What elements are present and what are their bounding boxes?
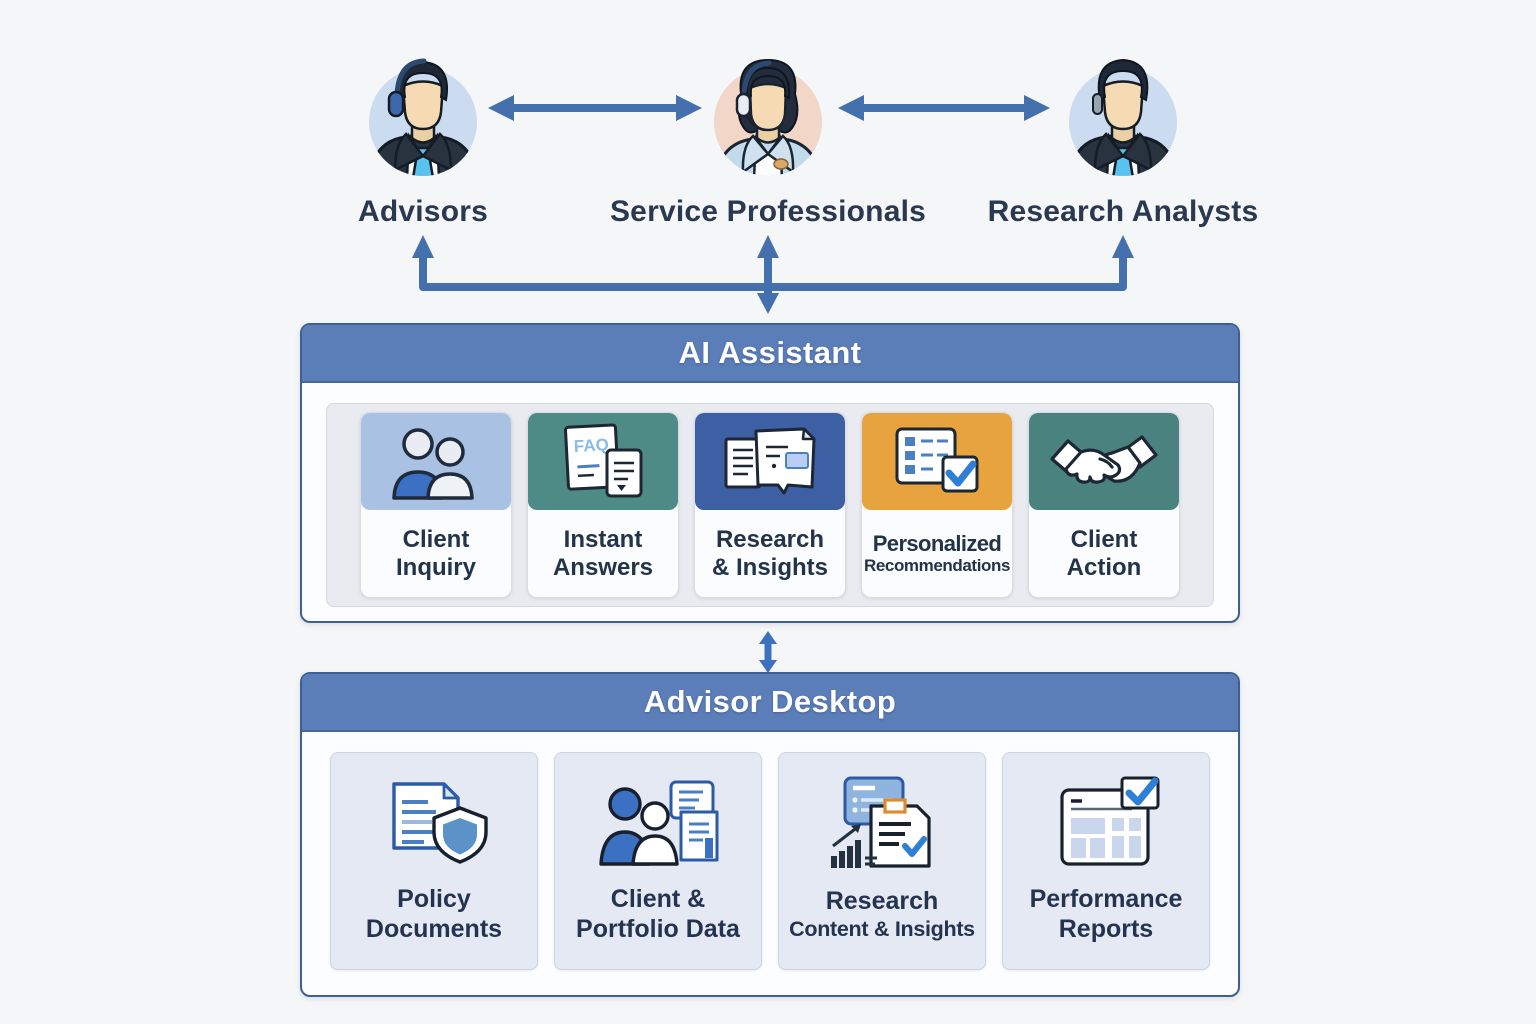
advisor-desktop-header: Advisor Desktop: [302, 674, 1238, 732]
client-portfolio-icon-wrap: [595, 773, 721, 875]
faq-document-icon: FAQ: [564, 422, 643, 497]
research-analyst-avatar: [1069, 58, 1177, 176]
advisor-desktop-cards: Policy Documents: [302, 752, 1238, 970]
advisor-headset-avatar: [369, 58, 477, 176]
handshake-icon: [1050, 434, 1158, 484]
desk-card-label: Policy Documents: [365, 884, 503, 944]
ai-desktop-double-arrow: [759, 631, 777, 673]
research-content-icon-wrap: [821, 773, 943, 875]
svg-text:FAQ: FAQ: [573, 435, 609, 456]
ai-card-instant-answers: FAQ Instant Answers: [527, 412, 679, 598]
checklist-check-icon: [895, 427, 979, 492]
ai-assistant-header: AI Assistant: [302, 325, 1238, 383]
two-users-icon: [392, 427, 474, 500]
advisor-desktop-panel: Advisor Desktop: [300, 672, 1240, 997]
ai-card-label: Personalized Recommendations: [863, 531, 1011, 576]
avatar: [709, 50, 827, 183]
report-check-icon: [1060, 776, 1160, 866]
ai-card-label: Client Inquiry: [395, 526, 476, 581]
desk-card-research-content-insights: Research Content & Insights: [778, 752, 986, 970]
desk-card-label: Client & Portfolio Data: [576, 884, 740, 944]
advisors-service-arrow: [488, 95, 702, 121]
persona-label-research-analysts: Research Analysts: [987, 195, 1259, 228]
ai-card-label: Client Action: [1066, 526, 1142, 581]
persona-label-service-professionals: Service Professionals: [609, 195, 927, 228]
performance-reports-icon-wrap: [1046, 773, 1166, 875]
ai-cards-panel: Client Inquiry FAQ: [326, 403, 1214, 607]
persona-service-professionals: Service Professionals: [608, 50, 928, 229]
instant-answers-tile: FAQ: [528, 413, 678, 510]
ai-assistant-title: AI Assistant: [678, 335, 862, 370]
connector-arrows: [412, 95, 1134, 314]
ai-card-research-insights: Research & Insights: [694, 412, 846, 598]
advisor-desktop-title: Advisor Desktop: [643, 684, 897, 719]
ai-card-label: Research & Insights: [711, 526, 828, 581]
client-inquiry-tile: [361, 413, 511, 510]
desk-card-label: Research Content & Insights: [789, 886, 975, 942]
desk-card-label: Performance Reports: [1029, 884, 1183, 944]
personas-ai-bracket: [412, 235, 1134, 314]
persona-advisors: Advisors: [263, 50, 583, 229]
personalized-recommendations-tile: [862, 413, 1012, 510]
avatar: [1064, 50, 1182, 183]
policy-documents-icon-wrap: [378, 773, 490, 875]
chart-documents-icon: [831, 776, 931, 868]
ai-card-client-inquiry: Client Inquiry: [360, 412, 512, 598]
persona-label-advisors: Advisors: [358, 195, 488, 228]
ai-card-client-action: Client Action: [1028, 412, 1180, 598]
service-professional-headset-avatar: [714, 58, 822, 176]
desk-card-client-portfolio-data: Client & Portfolio Data: [554, 752, 762, 970]
research-insights-tile: [695, 413, 845, 510]
ai-assistant-panel: AI Assistant Client Inquiry: [300, 323, 1240, 623]
service-research-arrow: [838, 95, 1050, 121]
ai-card-personalized-recommendations: Personalized Recommendations: [861, 412, 1013, 598]
ai-card-label: Instant Answers: [552, 526, 654, 581]
desk-card-policy-documents: Policy Documents: [330, 752, 538, 970]
clients-documents-icon: [599, 780, 719, 866]
avatar: [364, 50, 482, 183]
client-action-tile: [1029, 413, 1179, 510]
document-shield-icon: [392, 782, 488, 864]
desk-card-performance-reports: Performance Reports: [1002, 752, 1210, 970]
persona-research-analysts: Research Analysts: [963, 50, 1283, 229]
documents-stack-icon: [724, 427, 816, 494]
